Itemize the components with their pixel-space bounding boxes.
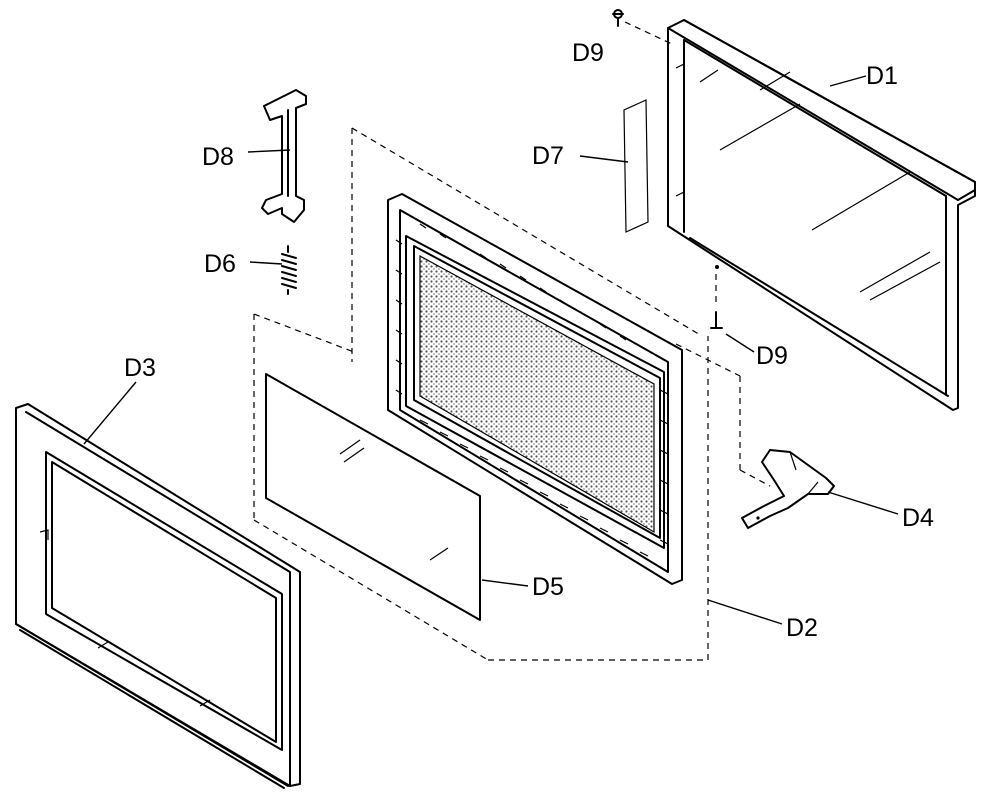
screw-d9-middle [710, 274, 723, 329]
part-d2-inner-panel [387, 193, 683, 585]
label-d3: D3 [124, 354, 156, 382]
leader-lines [83, 75, 899, 625]
part-d6-spring [281, 245, 297, 295]
label-d9-middle: D9 [756, 342, 788, 370]
label-d6: D6 [204, 250, 236, 278]
part-d3-outer-cover [15, 403, 301, 789]
part-d5-glass [265, 373, 481, 621]
part-d8-latch [261, 89, 307, 223]
part-labels: D9 D1 D7 D8 D6 D9 D3 D4 D5 D2 [124, 39, 934, 642]
label-d7: D7 [532, 142, 564, 170]
label-d5: D5 [532, 573, 564, 601]
label-d9-top: D9 [572, 39, 604, 67]
part-d1-outer-frame [667, 19, 976, 411]
part-d4-bracket [741, 449, 835, 529]
part-d7-label-strip [623, 99, 649, 233]
screw-d9-top [612, 9, 673, 45]
label-d8: D8 [202, 143, 234, 171]
label-d4: D4 [902, 504, 934, 532]
part-d2-group [253, 127, 771, 661]
label-d2: D2 [786, 614, 818, 642]
label-d1: D1 [866, 62, 898, 90]
